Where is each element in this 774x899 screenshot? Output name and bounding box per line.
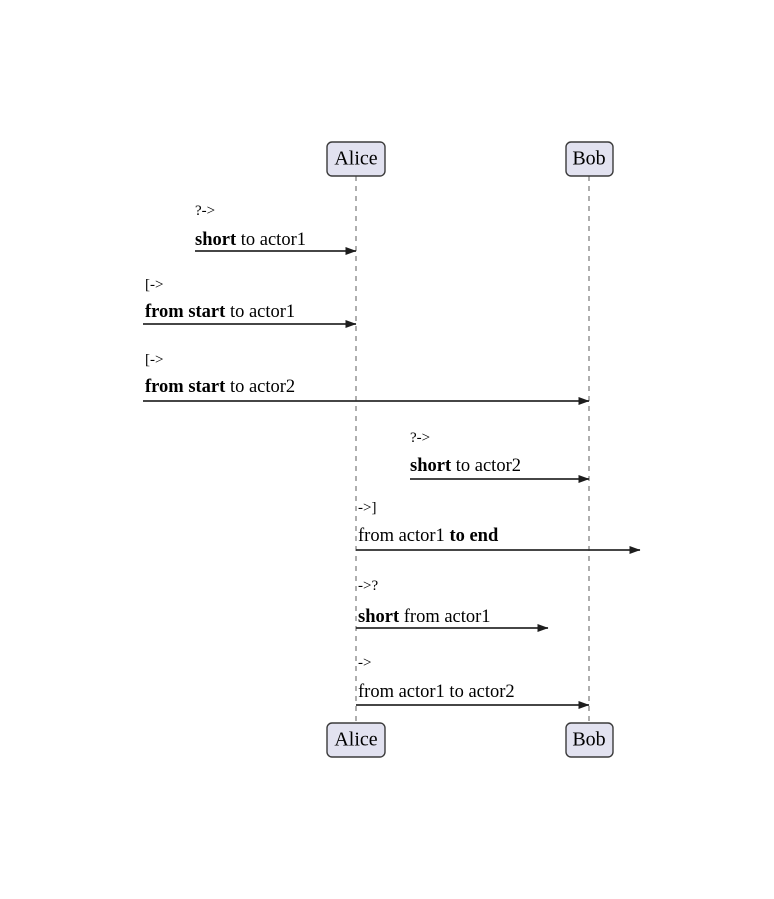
message-6: ->? short from actor1 bbox=[356, 578, 549, 632]
message-3-label: from start to actor2 bbox=[145, 377, 295, 397]
actor-label-bob-bottom: Bob bbox=[572, 729, 605, 751]
actor-footer-alice[interactable]: Alice bbox=[326, 722, 386, 758]
message-7: -> from actor1 to actor2 bbox=[356, 655, 590, 709]
message-6-label: short from actor1 bbox=[358, 607, 491, 627]
message-4-label: short to actor2 bbox=[410, 456, 521, 476]
message-7-type: -> bbox=[358, 655, 371, 671]
message-4: ?-> short to actor2 bbox=[410, 430, 590, 483]
actor-label-bob-top: Bob bbox=[572, 148, 605, 170]
message-3-type: [-> bbox=[145, 352, 163, 368]
message-5-label: from actor1 to end bbox=[358, 526, 499, 546]
lifelines bbox=[355, 176, 590, 723]
message-2-type: [-> bbox=[145, 277, 163, 293]
message-1: ?-> short to actor1 bbox=[195, 203, 357, 255]
message-1-type: ?-> bbox=[195, 203, 215, 219]
message-2-label: from start to actor1 bbox=[145, 302, 295, 322]
message-2: [-> from start to actor1 bbox=[143, 277, 357, 328]
message-4-type: ?-> bbox=[410, 430, 430, 446]
message-6-type: ->? bbox=[358, 578, 378, 594]
actor-box-alice-bottom[interactable] bbox=[326, 722, 386, 758]
message-7-label: from actor1 to actor2 bbox=[358, 682, 515, 702]
message-5: ->] from actor1 to end bbox=[356, 500, 641, 554]
message-3: [-> from start to actor2 bbox=[143, 352, 590, 405]
message-5-type: ->] bbox=[358, 500, 376, 516]
actor-footer-bob[interactable]: Bob bbox=[565, 722, 614, 758]
actor-box-bob-bottom[interactable] bbox=[565, 722, 614, 758]
actor-label-alice-bottom: Alice bbox=[334, 729, 377, 751]
actor-header-alice[interactable]: Alice bbox=[326, 141, 386, 177]
actor-box-bob-top[interactable] bbox=[565, 141, 614, 177]
actor-header-bob[interactable]: Bob bbox=[565, 141, 614, 177]
message-1-label: short to actor1 bbox=[195, 230, 306, 250]
actor-box-alice-top[interactable] bbox=[326, 141, 386, 177]
actor-label-alice-top: Alice bbox=[334, 148, 377, 170]
